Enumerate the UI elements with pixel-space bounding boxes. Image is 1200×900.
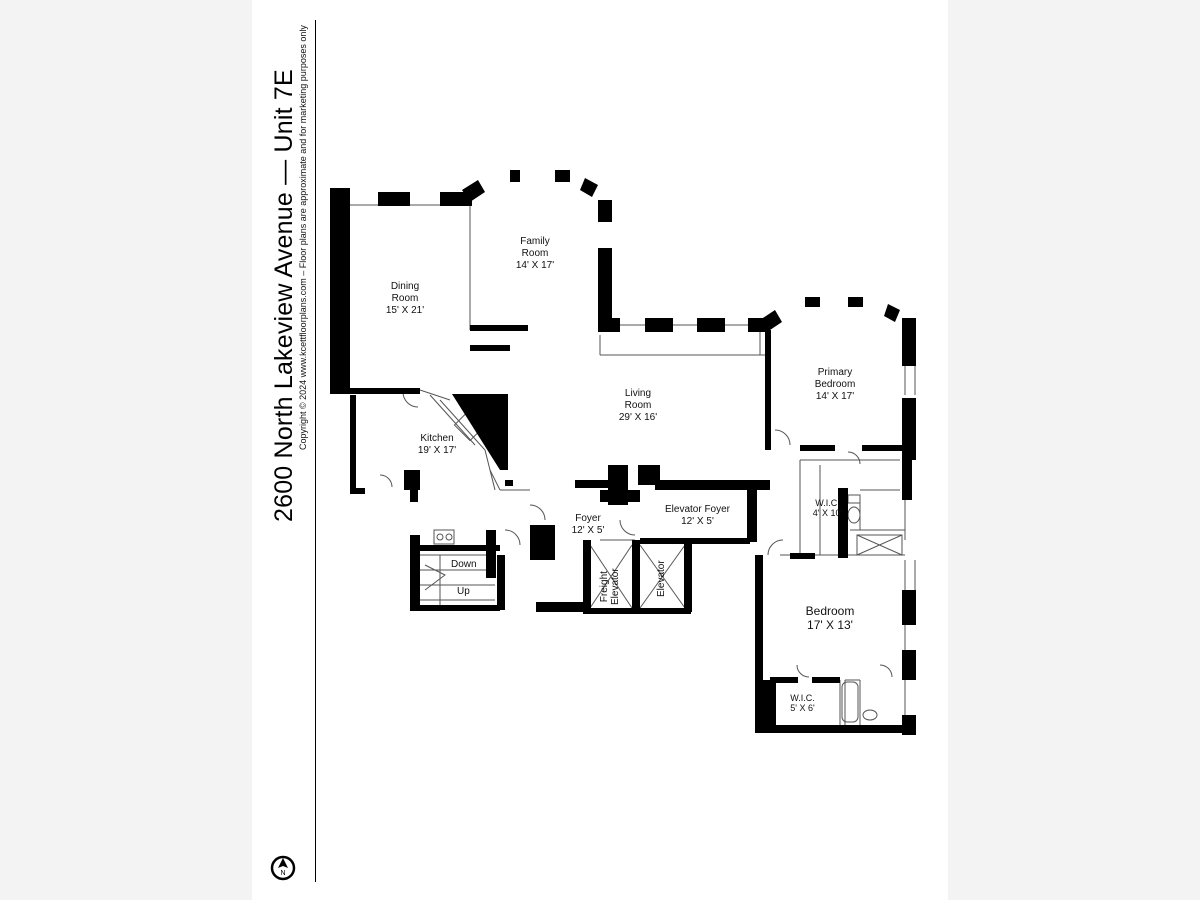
living-room-name: Living [624, 388, 652, 399]
foyer-label: Foyer 12' X 5' [553, 513, 623, 537]
title-divider [315, 20, 316, 882]
elevator-name: Elevator [656, 560, 667, 597]
primary-bedroom-name-2: Bedroom [814, 379, 856, 390]
family-room-name-2: Room [521, 248, 549, 259]
primary-bedroom-size: 14' X 17' [815, 391, 855, 402]
freight-elevator-label: Freight Elevator [599, 568, 621, 605]
living-room-label: Living Room 29' X 16' [603, 388, 673, 424]
elevator-foyer-name: Elevator Foyer [664, 504, 731, 515]
primary-bedroom-label: Primary Bedroom 14' X 17' [800, 367, 870, 403]
family-room-label: Family Room 14' X 17' [500, 236, 570, 272]
primary-wic-name: W.I.C. [815, 498, 840, 508]
elevator-foyer-label: Elevator Foyer 12' X 5' [650, 504, 745, 528]
foyer-size: 12' X 5' [571, 525, 605, 536]
compass-label: N [280, 870, 285, 877]
living-room-size: 29' X 16' [618, 412, 658, 423]
family-room-size: 14' X 17' [515, 260, 555, 271]
primary-bedroom-name: Primary [817, 367, 853, 378]
kitchen-name: Kitchen [420, 433, 454, 444]
dining-room-label: Dining Room 15' X 21' [370, 281, 440, 317]
elevator-foyer-size: 12' X 5' [681, 516, 714, 527]
bedroom-wic-size: 5' X 6' [790, 703, 815, 713]
primary-wic-label: W.I.C. 4' X 10' [805, 498, 850, 518]
stairs-down-label: Down [451, 559, 477, 570]
bedroom-size: 17' X 13' [807, 618, 853, 632]
freight-elevator-name: Freight [599, 571, 610, 603]
living-room-name-2: Room [624, 400, 652, 411]
family-room-name: Family [520, 236, 550, 247]
stairs-up-label: Up [457, 586, 470, 597]
elevator-label: Elevator [656, 560, 667, 597]
walls [330, 170, 916, 735]
freight-elevator-name-2: Elevator [610, 568, 621, 605]
primary-wic-size: 4' X 10' [812, 508, 843, 518]
bedroom-label: Bedroom 17' X 13' [790, 604, 870, 632]
kitchen-size: 19' X 17' [417, 445, 457, 456]
bedroom-wic-name: W.I.C. [790, 693, 815, 703]
dining-room-name-2: Room [391, 293, 419, 304]
kitchen-label: Kitchen 19' X 17' [397, 433, 477, 457]
foyer-name: Foyer [575, 513, 601, 524]
dining-room-name: Dining [390, 281, 420, 292]
dining-room-size: 15' X 21' [385, 305, 425, 316]
north-arrow-icon: N [270, 855, 296, 881]
bedroom-wic-label: W.I.C. 5' X 6' [780, 693, 825, 713]
bedroom-name: Bedroom [805, 604, 855, 618]
